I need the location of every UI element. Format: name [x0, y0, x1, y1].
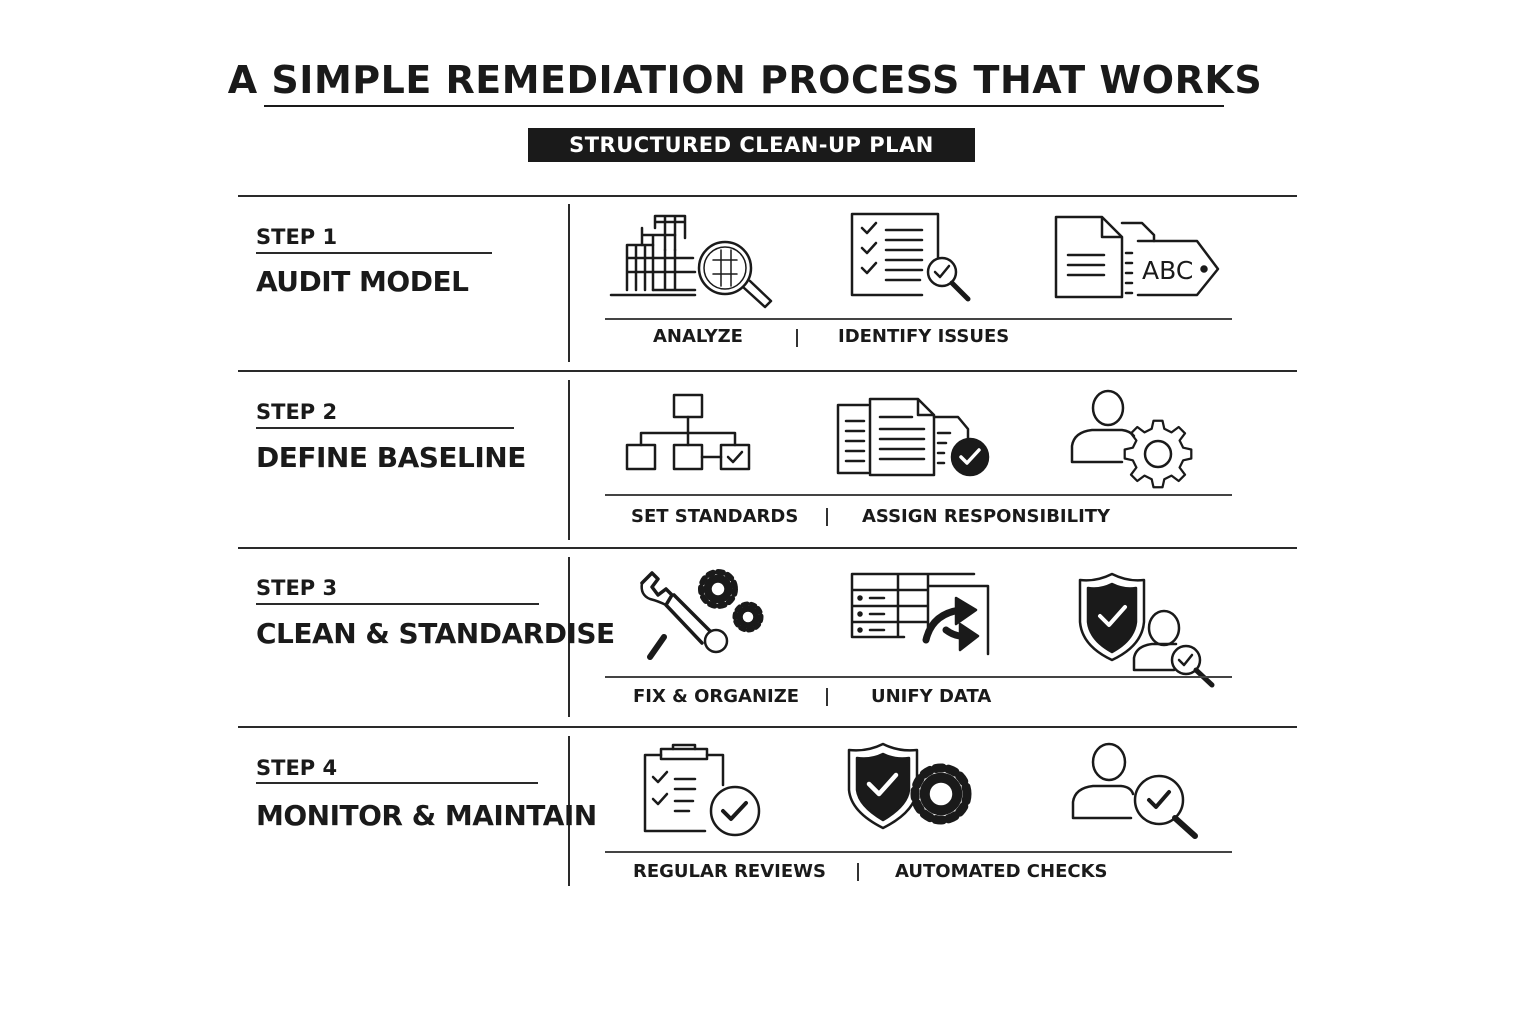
content-rule	[605, 851, 1232, 853]
content-rule	[605, 494, 1232, 496]
page-title: A SIMPLE REMEDIATION PROCESS THAT WORKS	[227, 58, 1263, 102]
documents-check-icon	[836, 397, 990, 477]
step-2-title: DEFINE BASELINE	[256, 441, 526, 474]
user-search-icon	[1071, 742, 1198, 839]
action-label: ASSIGN RESPONSIBILITY	[862, 506, 1111, 527]
row-divider	[238, 370, 1297, 372]
user-gear-icon	[1070, 389, 1193, 489]
subtitle-banner: STRUCTURED CLEAN-UP PLAN	[528, 128, 975, 162]
column-divider	[568, 557, 570, 717]
step-2-label: STEP 2	[256, 400, 338, 424]
hierarchy-icon	[625, 393, 751, 471]
step-1-label: STEP 1	[256, 225, 338, 249]
document-tag-icon: ABC	[1054, 215, 1220, 299]
checklist-search-icon	[850, 212, 971, 302]
table-merge-icon	[850, 572, 990, 656]
label-separator	[826, 688, 828, 706]
tag-text: ABC	[1142, 256, 1193, 285]
action-label: ANALYZE	[653, 326, 743, 347]
step-1-title: AUDIT MODEL	[256, 265, 469, 298]
action-label: UNIFY DATA	[871, 686, 992, 707]
step-4-label: STEP 4	[256, 756, 338, 780]
title-underline	[264, 105, 1224, 107]
content-rule	[605, 318, 1232, 320]
label-separator	[826, 508, 828, 526]
column-divider	[568, 204, 570, 362]
action-label: AUTOMATED CHECKS	[895, 861, 1108, 882]
content-rule	[605, 676, 1232, 678]
row-divider	[238, 547, 1297, 549]
row-divider	[238, 726, 1297, 728]
step-rule	[256, 782, 538, 784]
step-rule	[256, 603, 539, 605]
label-separator	[857, 863, 859, 881]
action-label: FIX & ORGANIZE	[633, 686, 800, 707]
column-divider	[568, 736, 570, 886]
clipboard-check-icon	[643, 743, 761, 837]
column-divider	[568, 380, 570, 540]
step-rule	[256, 252, 492, 254]
step-rule	[256, 427, 514, 429]
action-label: REGULAR REVIEWS	[633, 861, 826, 882]
step-4-title: MONITOR & MAINTAIN	[256, 799, 597, 832]
shield-user-search-icon	[1078, 572, 1215, 688]
row-divider	[238, 195, 1297, 197]
step-3-label: STEP 3	[256, 576, 338, 600]
action-label: IDENTIFY ISSUES	[838, 326, 1010, 347]
label-separator	[796, 329, 798, 347]
step-3-title: CLEAN & STANDARDISE	[256, 617, 615, 650]
wrench-gears-icon	[640, 569, 764, 660]
shield-gear-icon	[847, 742, 972, 830]
action-label: SET STANDARDS	[631, 506, 799, 527]
building-search-icon	[609, 214, 773, 309]
